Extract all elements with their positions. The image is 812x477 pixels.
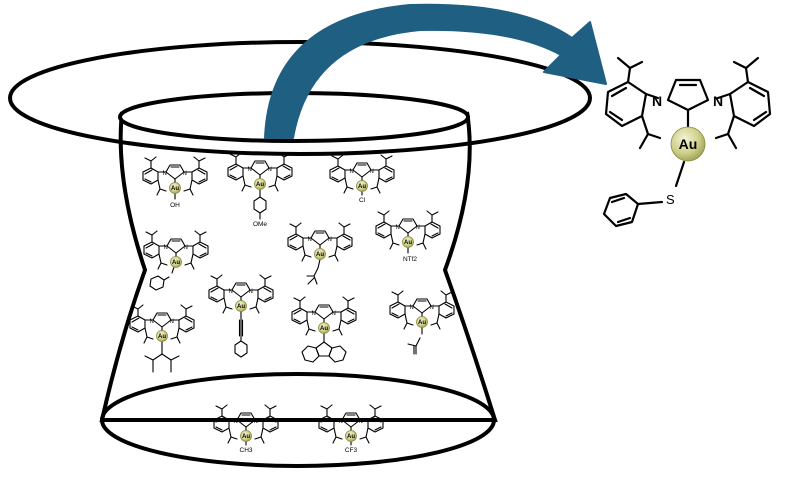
complex-carbazolyl: Au (291, 296, 357, 363)
hat-bottom-opening (100, 372, 496, 468)
complex-phenoxy: Au (143, 230, 209, 291)
featured-n-right: N (713, 93, 723, 109)
ligand-label: NTf2 (403, 256, 417, 263)
hat-body (99, 111, 498, 422)
metal-label: Au (171, 186, 179, 192)
metal-label: Au (404, 240, 412, 246)
ligand-label: Cl (359, 197, 366, 204)
metal-label: Au (256, 182, 264, 188)
complex-ntf2: Au NTf2 (375, 210, 441, 263)
complex-ome: Au OMe (227, 152, 293, 228)
featured-n-left: N (652, 93, 662, 109)
complex-oh: Au OH (142, 156, 208, 209)
complex-cf3: Au CF3 (318, 404, 384, 454)
complex-cl: Au Cl (329, 154, 395, 204)
featured-metal-label: Au (679, 136, 698, 152)
arrow-shaft (264, 3, 607, 139)
metal-label: Au (320, 326, 328, 332)
metal-label: Au (358, 184, 366, 190)
metal-label: Au (347, 434, 355, 440)
ligand-label: CF3 (345, 447, 358, 454)
ligand-label: CH3 (239, 447, 252, 454)
complex-acac: Au (129, 304, 195, 373)
metal-label: Au (316, 252, 324, 258)
hat-brim (8, 40, 592, 156)
featured-sulfur-label: S (666, 192, 675, 207)
metal-label: Au (158, 334, 166, 340)
ligand-label: OMe (253, 221, 267, 228)
metal-label: Au (418, 320, 426, 326)
metal-label: Au (242, 434, 250, 440)
metal-label: Au (172, 260, 180, 266)
complex-acetonyl: Au (287, 222, 353, 285)
hat-complex-library: Au OH Au OMe Au Cl Au (129, 152, 455, 454)
complex-alkynyl: Au (208, 274, 274, 358)
featured-complex: N N Au S (602, 56, 772, 228)
complex-methyl: Au CH3 (213, 404, 279, 454)
metal-label: Au (237, 304, 245, 310)
complex-acetate: Au (389, 290, 455, 355)
ligand-label: OH (170, 202, 180, 209)
featured-gold-atom (670, 126, 706, 162)
curved-arrow (264, 3, 607, 139)
